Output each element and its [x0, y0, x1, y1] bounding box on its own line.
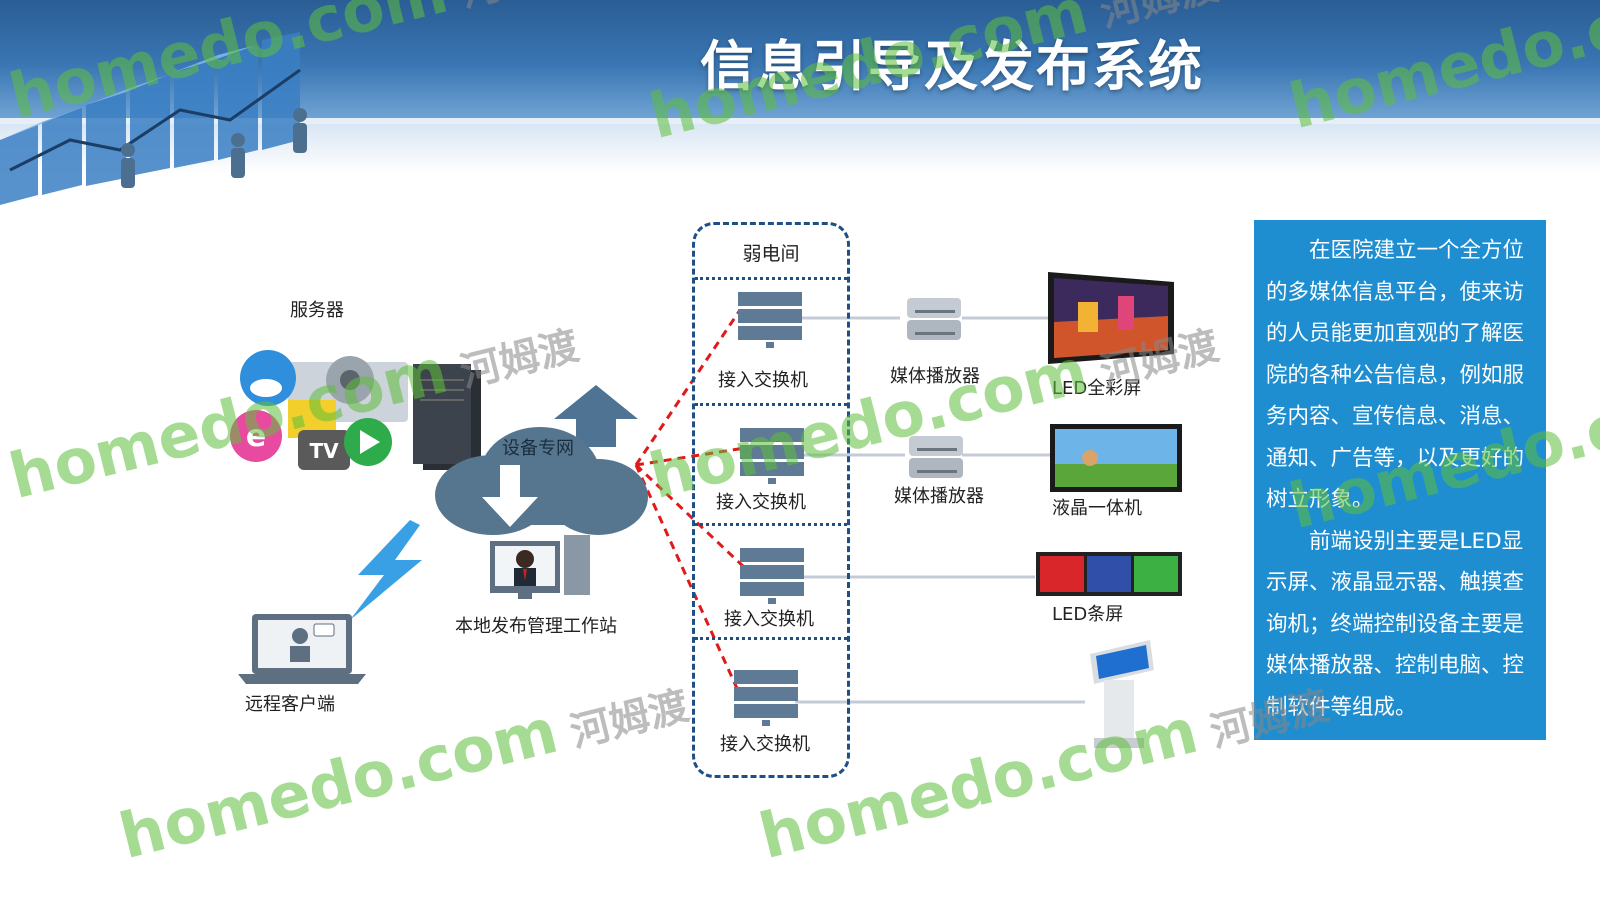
led-fullcolor-screen-icon — [1048, 272, 1174, 364]
svg-text:e: e — [246, 419, 266, 454]
room-divider — [695, 277, 847, 280]
room-title: 弱电间 — [742, 243, 800, 265]
switch-label-3: 接入交换机 — [724, 609, 814, 630]
switch-icon — [738, 292, 802, 348]
workstation-icon — [490, 535, 590, 599]
info-panel: 在医院建立一个全方位的多媒体信息平台，使来访的人员能更加直观的了解医院的各种公告… — [1254, 220, 1546, 740]
terminal-label-lcd: 液晶一体机 — [1052, 498, 1142, 519]
header-stripe — [0, 118, 1600, 124]
info-paragraph-2: 前端设别主要是LED显示屏、液晶显示器、触摸查询机；终端控制设备主要是媒体播放器… — [1266, 528, 1525, 720]
switch-icon — [740, 428, 804, 484]
user-avatar-icon — [516, 550, 534, 568]
room-divider — [695, 637, 847, 640]
server-cluster: e TV — [230, 350, 481, 470]
switch-icon — [734, 670, 798, 726]
media-player-icon — [907, 298, 961, 340]
switch-icon — [740, 548, 804, 604]
lightning-icon — [350, 520, 422, 620]
touch-kiosk-icon — [1090, 640, 1154, 748]
red-link-switch4 — [634, 464, 742, 696]
svg-text:TV: TV — [309, 439, 339, 463]
red-link-switch3 — [634, 463, 747, 570]
room-divider — [695, 523, 847, 526]
switch-label-2: 接入交换机 — [716, 492, 806, 513]
network-label: 设备专网 — [502, 438, 574, 459]
switch-label-1: 接入交换机 — [718, 370, 808, 391]
electrical-room: 弱电间 — [692, 222, 850, 778]
server-label: 服务器 — [290, 300, 344, 321]
media-player-label-2: 媒体播放器 — [894, 486, 984, 507]
browser-icon — [230, 410, 282, 462]
tv-icon — [298, 430, 350, 470]
laptop-icon — [238, 614, 366, 684]
terminal-label-led-fullcolor: LED全彩屏 — [1052, 378, 1142, 399]
red-link-switch2 — [635, 446, 746, 467]
cloud-network-icon — [435, 385, 648, 535]
page-title: 信息引导及发布系统 — [700, 35, 1204, 98]
workstation-label: 本地发布管理工作站 — [455, 616, 617, 637]
switch-label-4: 接入交换机 — [720, 734, 810, 755]
room-divider — [695, 403, 847, 406]
remote-client-label: 远程客户端 — [245, 694, 335, 715]
red-link-switch1 — [634, 309, 742, 466]
media-player-icon — [909, 436, 963, 478]
lcd-display-icon — [1050, 424, 1182, 492]
terminal-label-led-strip: LED条屏 — [1052, 604, 1124, 625]
led-strip-screen-icon — [1036, 552, 1182, 596]
user-avatar-icon — [292, 628, 308, 644]
media-player-label-1: 媒体播放器 — [890, 366, 980, 387]
info-paragraph-1: 在医院建立一个全方位的多媒体信息平台，使来访的人员能更加直观的了解医院的各种公告… — [1266, 238, 1525, 512]
business-growth-illustration — [0, 32, 307, 205]
